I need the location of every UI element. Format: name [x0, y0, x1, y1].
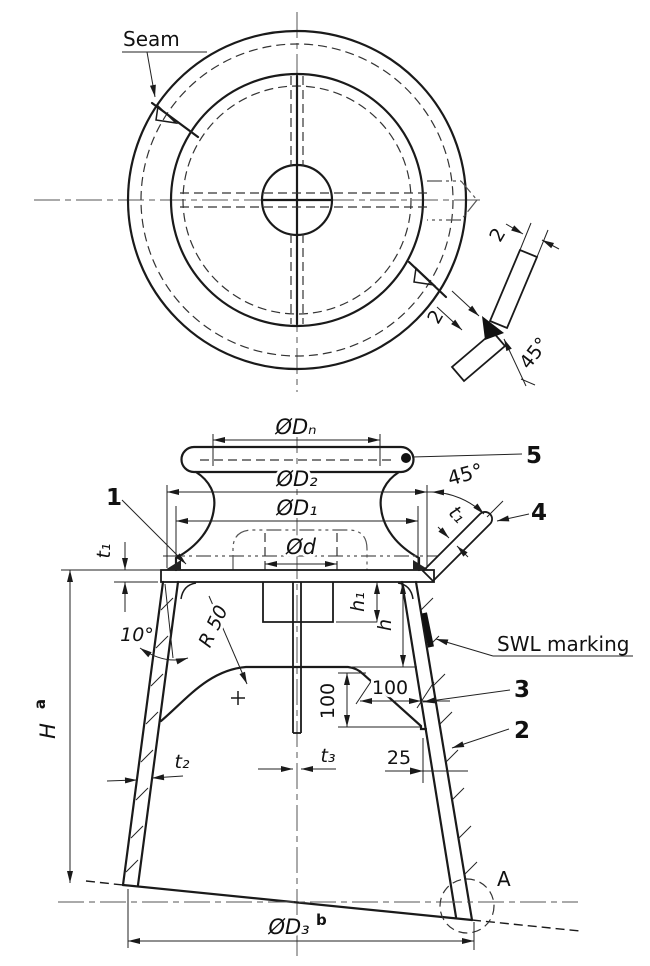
dim-d1-label: ØD₁	[275, 496, 317, 520]
dim-d2-label: ØD₂	[275, 467, 318, 491]
dim-100v-label: 100	[317, 683, 339, 719]
dim-d: Ød	[265, 532, 337, 567]
inner-rim-circle	[169, 72, 425, 328]
item-5-callout: 5	[401, 443, 542, 469]
seam-weld-symbol-upper	[150, 101, 200, 139]
swl-mark	[421, 612, 434, 648]
dim-25-label: 25	[387, 747, 411, 769]
center-web	[292, 582, 302, 734]
dim-t3: t₃	[258, 742, 339, 772]
dim-H-note: a	[31, 699, 49, 709]
dim-t2: t₂	[106, 748, 193, 784]
r50-center-mark	[231, 691, 245, 705]
detail-a-label: A	[497, 867, 511, 891]
outer-rim-circle	[126, 29, 468, 371]
dim-d3-label: ØD₃	[267, 915, 309, 939]
dim-angle10-label: 10°	[120, 624, 154, 646]
detail-a-circle	[439, 878, 495, 934]
top-view: Seam	[34, 12, 480, 392]
shell-wall-right	[400, 580, 478, 922]
item-4-label: 4	[531, 500, 547, 526]
pin-socket	[262, 582, 334, 623]
dim-d3: ØD₃ b	[127, 889, 475, 950]
lower-plate-section	[450, 330, 507, 383]
bollard-head	[174, 445, 421, 572]
item-1-callout: 1	[106, 485, 187, 565]
item-2-callout: 2	[451, 718, 530, 749]
dim-100-horizontal: 100	[355, 674, 450, 709]
seam-label: Seam	[123, 27, 180, 51]
dim-100-vertical: 100	[314, 672, 420, 728]
dim-d-label: Ød	[285, 535, 317, 559]
item-5-dot	[401, 453, 411, 463]
dim-100h-label: 100	[372, 677, 408, 699]
item-2-label: 2	[514, 718, 530, 744]
dim-angle-10: 10°	[117, 583, 189, 665]
dim-d3-note: b	[316, 911, 327, 929]
dim-t2-label: t₂	[174, 751, 189, 773]
item-4-callout: 4	[496, 500, 547, 526]
item-3-callout: 3	[422, 677, 530, 704]
dim-h1-label: h₁	[347, 592, 369, 612]
outer-hidden-circle	[140, 43, 454, 357]
dim-height-H: H a	[28, 570, 73, 883]
dim-t1-label: t₁	[93, 543, 115, 558]
seam-weld-symbol-lower	[407, 260, 448, 299]
rope-phantom-outline	[232, 529, 368, 570]
dim-dn-label: ØDₙ	[274, 415, 316, 439]
weld-fillet-right	[413, 560, 429, 570]
item-1-label: 1	[106, 485, 122, 511]
shell-wall-left	[121, 580, 180, 887]
dim-t3-label: t₃	[320, 745, 335, 767]
dim-25: 25	[384, 738, 468, 783]
deck-line	[58, 880, 581, 932]
elevation-view: A ØDₙ ØD₂ ØD₁ Ød 45°	[28, 412, 633, 956]
dim-h1: h₁	[336, 582, 392, 623]
dim-h: h	[352, 582, 417, 668]
dim-h-label: h	[374, 619, 396, 631]
dim-H-label: H	[36, 723, 60, 739]
weld-bead	[482, 316, 504, 340]
dim-t1-plate: t₁	[61, 540, 161, 612]
swl-plate-phantom-outline	[427, 180, 478, 221]
dim-dn: ØDₙ	[212, 412, 381, 466]
seam-callout: Seam	[122, 27, 207, 98]
dim-d1: ØD₁	[175, 493, 419, 566]
swl-marking-callout: SWL marking	[435, 632, 633, 657]
dim-d2: ØD₂	[166, 464, 441, 568]
item-3-label: 3	[514, 677, 530, 703]
item-5-label: 5	[526, 443, 542, 469]
swl-marking-label: SWL marking	[497, 632, 629, 656]
